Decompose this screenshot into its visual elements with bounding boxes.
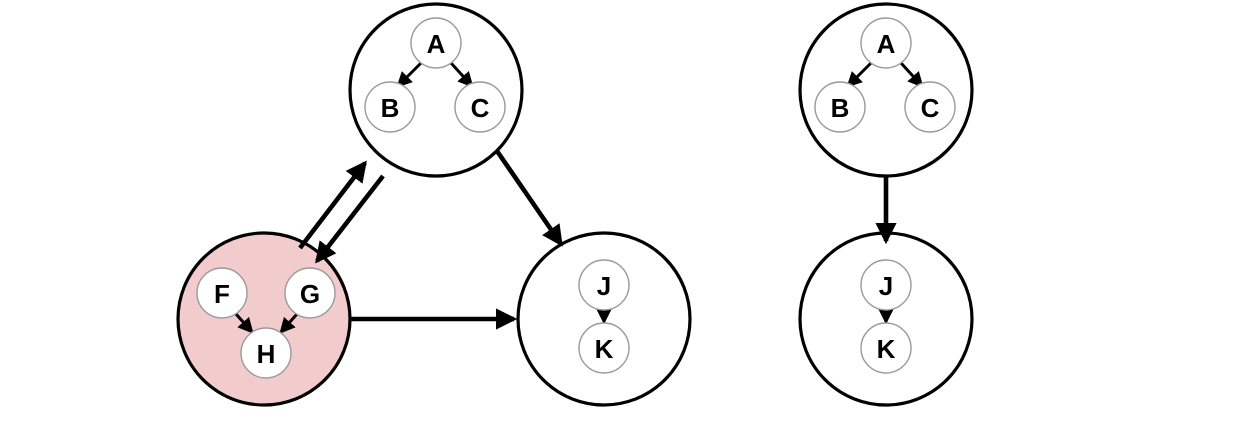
node-j-left[interactable]	[578, 259, 630, 311]
nodes-fgh: F G H	[196, 267, 336, 379]
edge-a-to-b-left[interactable]	[396, 61, 423, 88]
edge-fgh-to-abc[interactable]	[298, 160, 367, 250]
edge-a-to-c-left[interactable]	[449, 61, 474, 88]
node-c-right[interactable]	[904, 81, 956, 133]
right-graph: A B C J K	[798, 2, 974, 407]
edge-abc-to-jk-left[interactable]	[495, 149, 563, 247]
node-f-label: F	[214, 279, 230, 309]
node-g-label: G	[300, 279, 320, 309]
node-h-label: H	[257, 339, 276, 369]
node-b-left-label: B	[381, 93, 400, 123]
cluster-abc-left[interactable]	[348, 2, 524, 178]
node-f[interactable]	[196, 267, 248, 319]
nodes-jk-right: J K	[860, 259, 912, 374]
node-k-left[interactable]	[578, 322, 630, 374]
node-c-left-label: C	[471, 93, 490, 123]
node-g[interactable]	[284, 267, 336, 319]
node-c-right-label: C	[921, 93, 940, 123]
node-a-left[interactable]	[410, 17, 462, 69]
edge-abc-to-fgh[interactable]	[315, 174, 385, 264]
nodes-abc-left: A B C	[364, 17, 506, 133]
cluster-fgh-highlighted[interactable]	[176, 231, 352, 407]
nodes-jk-left: J K	[578, 259, 630, 374]
nodes-abc-right: A B C	[814, 17, 956, 133]
node-j-right[interactable]	[860, 259, 912, 311]
node-a-right[interactable]	[860, 17, 912, 69]
left-graph: A B C F G H J	[176, 2, 692, 407]
edge-g-to-h[interactable]	[279, 313, 299, 334]
node-c-left[interactable]	[454, 81, 506, 133]
node-b-right[interactable]	[814, 81, 866, 133]
node-a-right-label: A	[877, 29, 896, 59]
node-j-left-label: J	[597, 271, 611, 301]
node-h[interactable]	[240, 327, 292, 379]
node-j-right-label: J	[879, 271, 893, 301]
node-b-left[interactable]	[364, 81, 416, 133]
node-k-right-label: K	[877, 334, 896, 364]
node-k-left-label: K	[595, 334, 614, 364]
cluster-edges-left	[298, 149, 563, 330]
edge-a-to-c-right[interactable]	[899, 61, 924, 88]
node-a-left-label: A	[427, 29, 446, 59]
edge-a-to-b-right[interactable]	[846, 61, 873, 88]
node-k-right[interactable]	[860, 322, 912, 374]
edge-f-to-h[interactable]	[234, 313, 254, 334]
node-b-right-label: B	[831, 93, 850, 123]
